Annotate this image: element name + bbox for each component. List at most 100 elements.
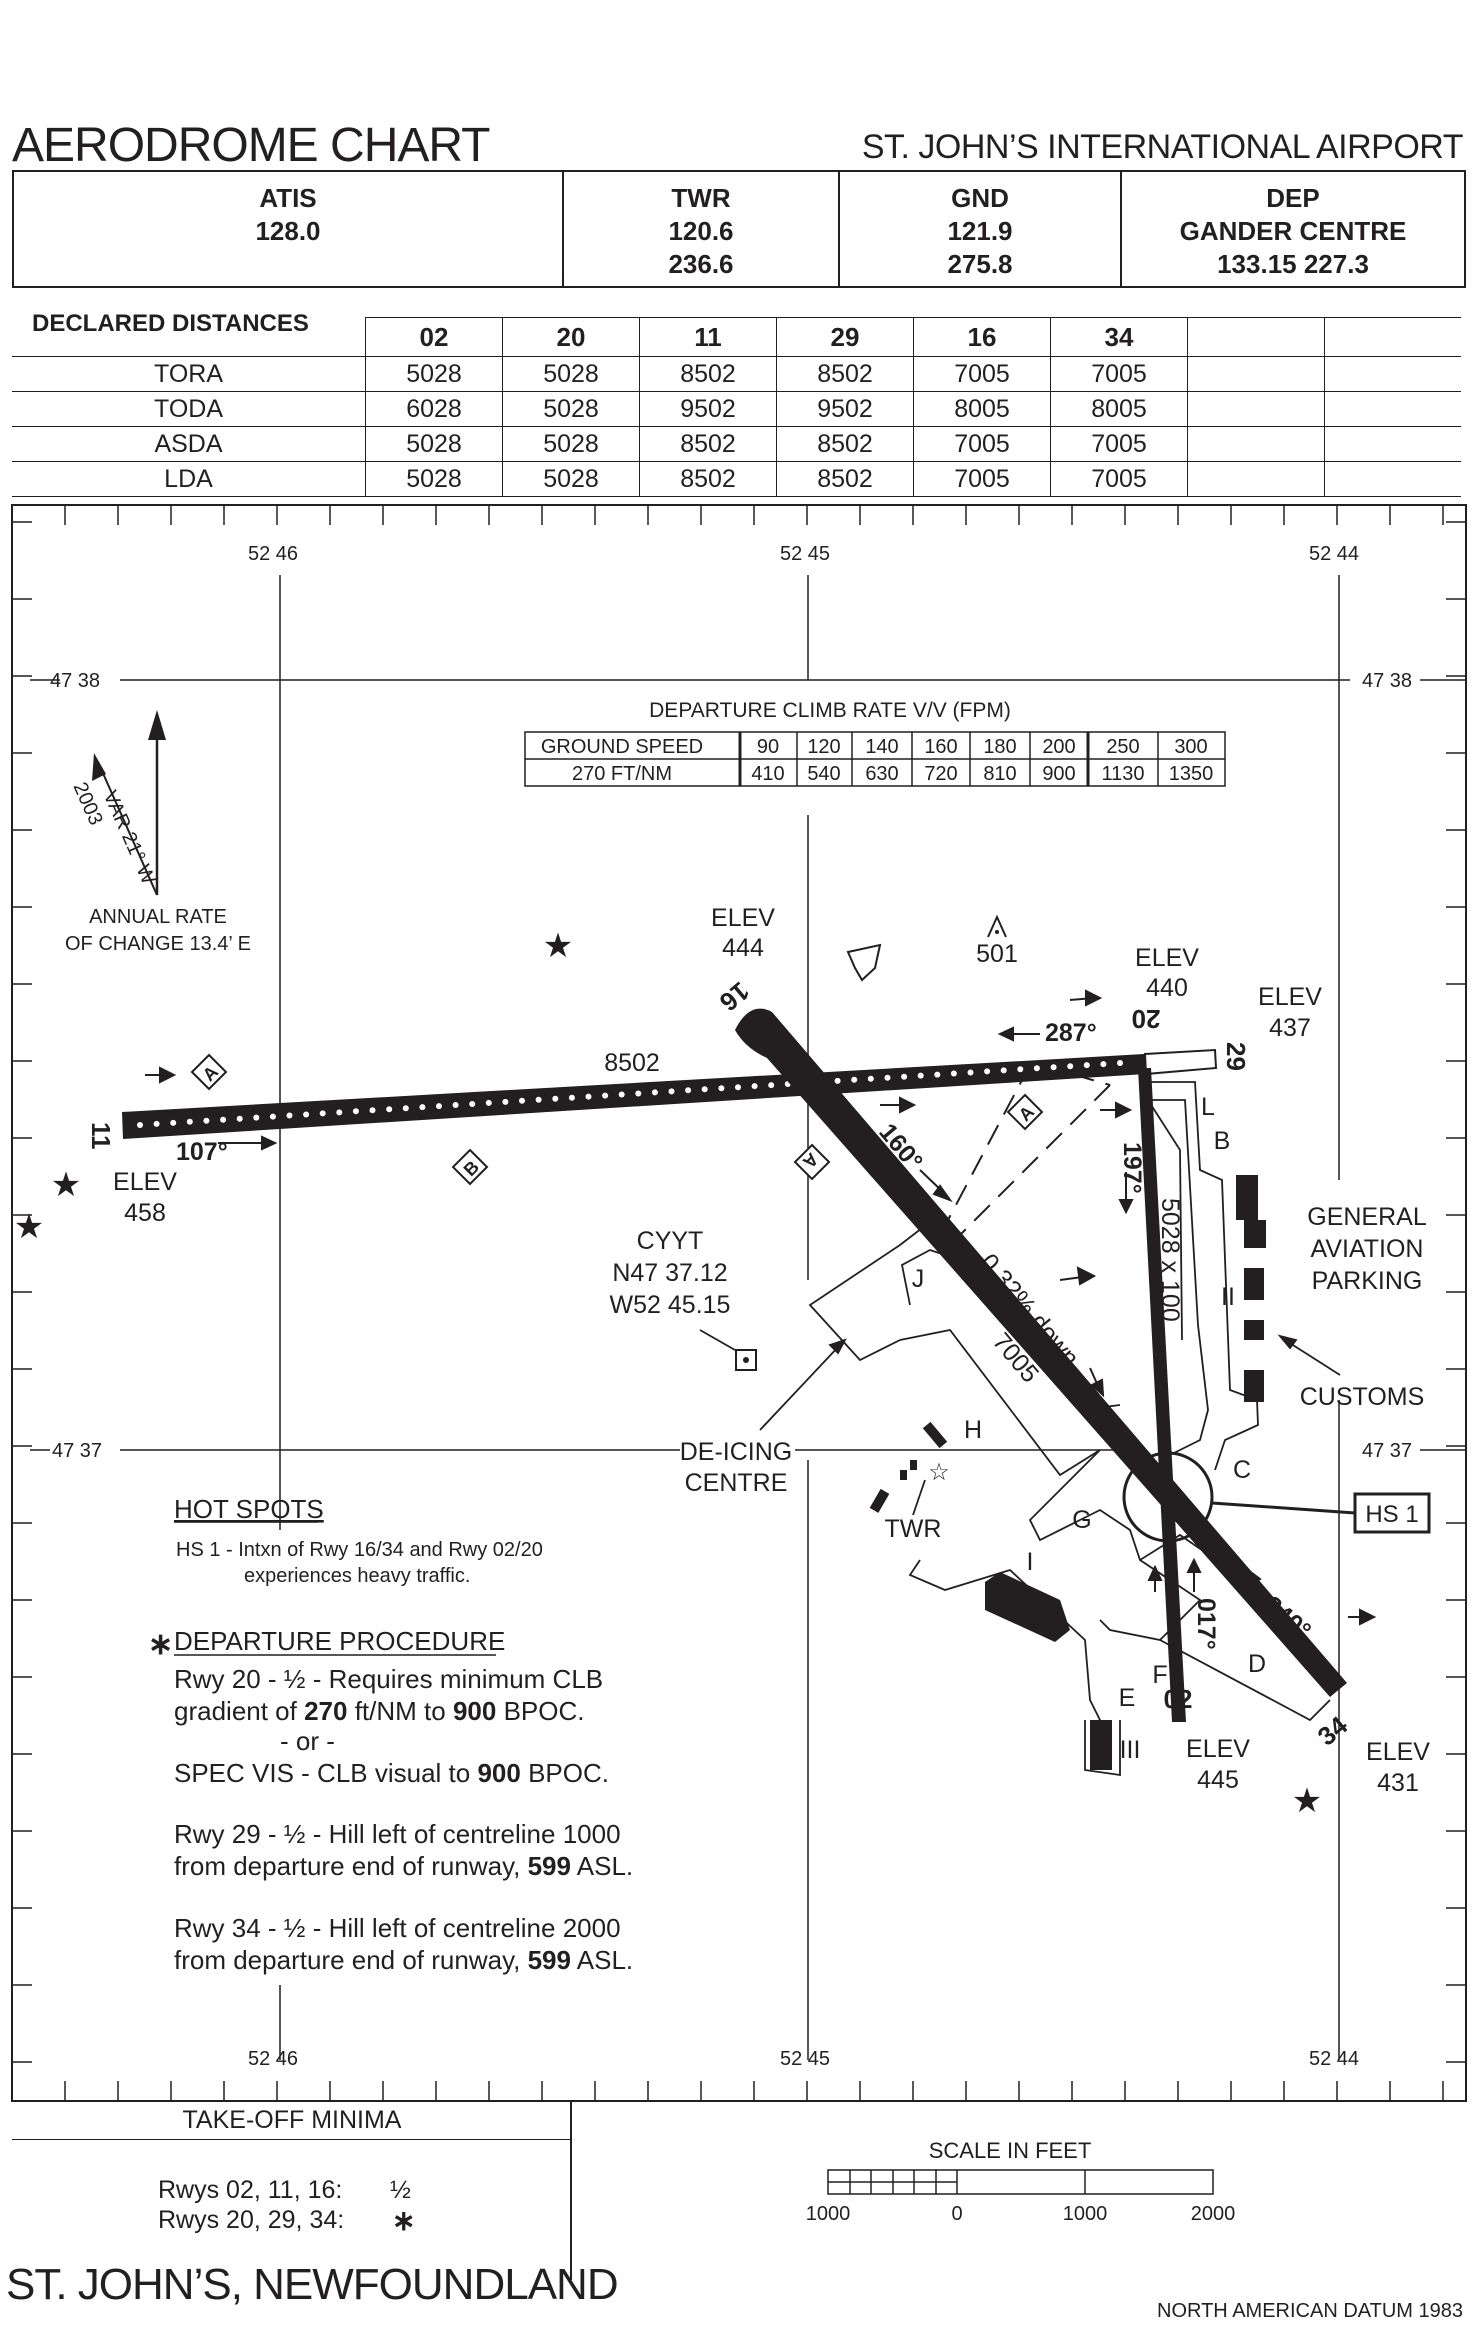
airport-name: ST. JOHN’S INTERNATIONAL AIRPORT bbox=[861, 128, 1464, 166]
table-cell: 160 bbox=[924, 736, 957, 758]
hot-spot-circle bbox=[1122, 1451, 1214, 1543]
lon-label: 52 45 bbox=[780, 543, 830, 565]
table-cell bbox=[1324, 461, 1461, 497]
declared-distances-table: 02 20 11 29 16 34 TORA 5028 5028 8502 85… bbox=[12, 317, 1461, 497]
rwy-header-11: 11 bbox=[639, 317, 777, 357]
table-row: TORA 5028 5028 8502 8502 7005 7005 bbox=[12, 356, 1461, 392]
pointer-lines bbox=[699, 1329, 1341, 1516]
scale-label: 1000 bbox=[1063, 2203, 1108, 2225]
arrow-icon bbox=[1186, 1557, 1202, 1573]
rwy-header-20: 20 bbox=[502, 317, 640, 357]
elev-label: ELEV bbox=[1258, 983, 1322, 1011]
gnd-cell: GND 121.9 275.8 bbox=[840, 172, 1122, 286]
datum-footer: NORTH AMERICAN DATUM 1983 bbox=[1157, 2300, 1463, 2322]
atis-cell: ATIS 128.0 bbox=[14, 172, 564, 286]
twr-label: TWR bbox=[671, 183, 731, 213]
hot-spot-label: HS 1 bbox=[1365, 1501, 1418, 1528]
obstacle-stars: ★ ★ ★ ★ ☆ bbox=[14, 927, 1322, 1820]
table-cell: 7005 bbox=[1050, 356, 1188, 392]
departure-text: Rwy 29 - ½ - Hill left of centreline 100… bbox=[174, 1819, 621, 1849]
runway-edge-lights bbox=[137, 1060, 1123, 1128]
ga-parking-label: GENERAL bbox=[1307, 1203, 1427, 1231]
star-icon: ★ bbox=[14, 1208, 44, 1246]
row-label: TODA bbox=[12, 391, 366, 427]
takeoff-row-label: Rwys 20, 29, 34: bbox=[158, 2206, 345, 2234]
apron-label: II bbox=[1221, 1283, 1235, 1311]
table-cell: 1350 bbox=[1169, 763, 1214, 785]
twr-freq-1: 120.6 bbox=[668, 216, 734, 246]
arp-ident: CYYT bbox=[637, 1227, 704, 1255]
obstacle-icon bbox=[987, 914, 1007, 938]
elev-value: 445 bbox=[1197, 1766, 1239, 1794]
runway-designator: 11 bbox=[86, 1122, 116, 1150]
taxiway-label: B bbox=[1214, 1127, 1231, 1155]
table-cell: 90 bbox=[757, 736, 779, 758]
table-row: LDA 5028 5028 8502 8502 7005 7005 bbox=[12, 461, 1461, 497]
star-icon: ★ bbox=[1292, 1782, 1322, 1820]
runway-designator: 29 bbox=[1221, 1042, 1251, 1071]
table-cell bbox=[12, 317, 366, 357]
departure-text: SPEC VIS - CLB visual to 900 BPOC. bbox=[174, 1758, 609, 1788]
hot-spot-note: experiences heavy traffic. bbox=[244, 1565, 470, 1587]
table-cell: 540 bbox=[807, 763, 840, 785]
variation-year: 2003 bbox=[69, 779, 107, 829]
dep-freqs: 133.15 227.3 bbox=[1217, 249, 1369, 279]
table-cell: 250 bbox=[1106, 736, 1139, 758]
climb-rate-title: DEPARTURE CLIMB RATE V/V (FPM) bbox=[649, 699, 1011, 722]
map-labels: ELEV 444 ELEV 440 ELEV 437 ELEV 458 ELEV… bbox=[113, 904, 1430, 1797]
departure-text: Rwy 34 - ½ - Hill left of centreline 200… bbox=[174, 1913, 621, 1943]
direction-arrows bbox=[145, 989, 1377, 1626]
dep-unit: GANDER CENTRE bbox=[1179, 216, 1407, 246]
table-cell: 140 bbox=[865, 736, 898, 758]
table-cell: 7005 bbox=[913, 356, 1051, 392]
scale-bar: SCALE IN FEET 1000 0 1000 2000 bbox=[806, 2138, 1236, 2225]
frequency-box: ATIS 128.0 TWR 120.6 236.6 GND 121.9 275… bbox=[12, 170, 1466, 288]
climb-row2-label: 270 FT/NM bbox=[572, 763, 672, 785]
ga-parking-label: PARKING bbox=[1312, 1267, 1423, 1295]
table-cell: 300 bbox=[1174, 736, 1207, 758]
arrow-icon bbox=[1359, 1608, 1377, 1626]
star-icon: ★ bbox=[51, 1166, 81, 1204]
table-cell: 5028 bbox=[502, 426, 640, 462]
graticule-labels: 52 46 52 45 52 44 52 46 52 45 52 44 47 3… bbox=[50, 543, 1412, 2070]
climb-rate-table: DEPARTURE CLIMB RATE V/V (FPM) GROUND SP… bbox=[524, 699, 1226, 787]
annual-rate-label: OF CHANGE 13.4’ E bbox=[65, 933, 251, 955]
table-cell: 410 bbox=[751, 763, 784, 785]
obstacle-elevation: 501 bbox=[976, 940, 1018, 968]
taxiway-markers: A B A A bbox=[190, 1053, 1044, 1186]
lon-label: 52 46 bbox=[248, 2048, 298, 2070]
deicing-label: CENTRE bbox=[685, 1469, 788, 1497]
dep-cell: DEP GANDER CENTRE 133.15 227.3 bbox=[1122, 172, 1464, 286]
elev-value: 458 bbox=[124, 1199, 166, 1227]
rwy-header-16: 16 bbox=[913, 317, 1051, 357]
gnd-freq-1: 121.9 bbox=[947, 216, 1013, 246]
gnd-label: GND bbox=[951, 183, 1009, 213]
takeoff-row-value: ½ bbox=[390, 2176, 411, 2204]
table-cell: 8502 bbox=[639, 461, 777, 497]
table-cell: 5028 bbox=[365, 461, 503, 497]
table-row: ASDA 5028 5028 8502 8502 7005 7005 bbox=[12, 426, 1461, 462]
arp-lon: W52 45.15 bbox=[610, 1291, 731, 1319]
deicing-label: DE-ICING bbox=[680, 1438, 793, 1466]
arrow-icon bbox=[997, 1026, 1014, 1042]
magnetic-north-arrows: VAR 21° W 2003 ANNUAL RATE OF CHANGE 13.… bbox=[65, 710, 251, 955]
elev-value: 431 bbox=[1377, 1769, 1419, 1797]
departure-text: from departure end of runway, 599 ASL. bbox=[174, 1945, 633, 1975]
table-cell: 9502 bbox=[776, 391, 914, 427]
table-cell: 900 bbox=[1042, 763, 1075, 785]
runway-02-20 bbox=[1138, 1068, 1186, 1722]
arrow-head-icon bbox=[148, 710, 166, 740]
tower-star-icon: ☆ bbox=[928, 1459, 950, 1486]
takeoff-minima-title: TAKE-OFF MINIMA bbox=[12, 2106, 572, 2140]
apron-label: III bbox=[1120, 1736, 1141, 1764]
lat-label: 47 38 bbox=[1362, 670, 1412, 692]
elev-value: 437 bbox=[1269, 1014, 1311, 1042]
table-cell: 180 bbox=[983, 736, 1016, 758]
scale-label: 2000 bbox=[1191, 2203, 1236, 2225]
notes: HOT SPOTS HS 1 - Intxn of Rwy 16/34 and … bbox=[148, 1494, 633, 1975]
ga-parking-label: AVIATION bbox=[1311, 1235, 1424, 1263]
table-cell bbox=[1187, 356, 1325, 392]
taxiway-label: C bbox=[1233, 1456, 1251, 1484]
table-cell: 9502 bbox=[639, 391, 777, 427]
lon-label: 52 44 bbox=[1309, 543, 1359, 565]
